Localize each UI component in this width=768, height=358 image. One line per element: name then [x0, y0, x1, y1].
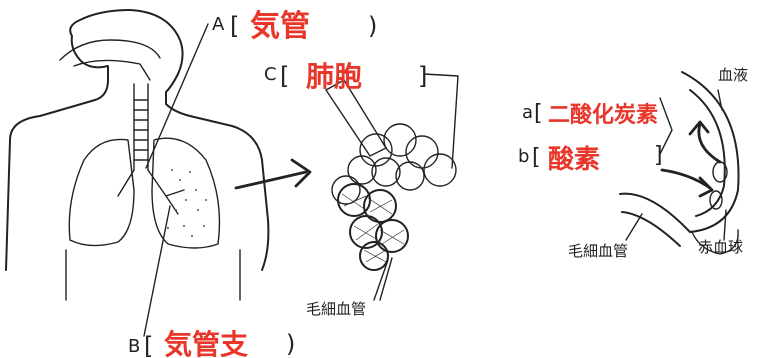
bracket-open-small-b: [: [532, 145, 541, 170]
label-a-letter: A: [212, 14, 225, 35]
label-c-letter: C: [264, 64, 277, 85]
bracket-open-a: [: [230, 12, 239, 40]
caption-capillary-right: 毛細血管: [568, 242, 628, 260]
caption-capillary-left: 毛細血管: [306, 300, 366, 318]
answer-small-a: 二酸化炭素: [548, 102, 658, 128]
label-small-b-letter: b: [518, 146, 529, 167]
bracket-open-small-a: [: [534, 101, 543, 126]
bracket-close-c: ]: [418, 62, 427, 90]
leader-rbc: [723, 209, 727, 241]
arrow-to-alveoli: [234, 158, 312, 190]
capillary-section: [619, 71, 740, 255]
bracket-close-small-b: ]: [654, 143, 663, 168]
bracket-c: [423, 73, 459, 169]
label-small-a-letter: a: [522, 102, 533, 123]
bracket-close-b: ): [286, 330, 295, 358]
caption-plasma: 血液: [718, 66, 748, 84]
arrow-co2: [688, 120, 722, 164]
alveoli-cluster: [325, 73, 459, 301]
bracket-a-small: [659, 97, 673, 155]
leader-line-b: [143, 205, 171, 337]
bracket-open-b: [: [144, 332, 153, 358]
answer-c: 肺胞: [306, 60, 362, 93]
torso-figure: [5, 9, 270, 301]
bracket-close-a: ): [368, 12, 377, 40]
arrow-o2: [660, 168, 714, 198]
answer-small-b: 酸素: [548, 145, 600, 175]
leader-line-a: [145, 23, 209, 169]
caption-rbc: 赤血球: [698, 238, 743, 256]
answer-a: 気管: [250, 9, 310, 44]
leader-capillary-right: [625, 213, 643, 241]
label-b-letter: B: [128, 336, 140, 357]
answer-b: 気管支: [164, 328, 248, 358]
bracket-open-c: [: [280, 62, 289, 90]
